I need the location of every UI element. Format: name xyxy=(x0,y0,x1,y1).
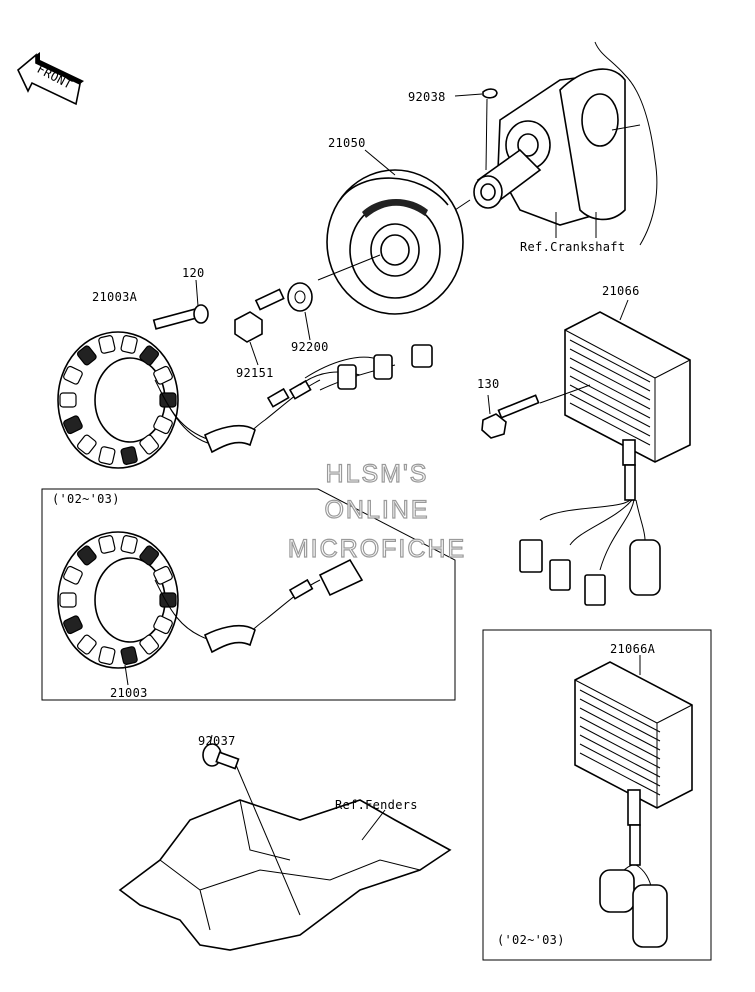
heat-sink-fin xyxy=(569,393,651,437)
heat-sink-fin xyxy=(569,366,651,410)
part-number-21050: 21050 xyxy=(328,136,366,150)
crankshaft-drawing xyxy=(454,41,658,246)
watermark-line-1: HLSM'S xyxy=(326,460,429,488)
part-number-120: 120 xyxy=(182,266,205,280)
fender-bracket-drawing xyxy=(118,734,452,951)
part-number-21003a: 21003A xyxy=(92,290,138,304)
heat-sink-fin xyxy=(579,752,661,796)
heat-sink-fin xyxy=(569,339,651,383)
stator-coil xyxy=(120,646,138,665)
stator-coil xyxy=(139,434,160,455)
reference-crankshaft: Ref.Crankshaft xyxy=(520,240,625,254)
heat-sink-fin xyxy=(579,743,661,787)
reference-fenders: Ref.Fenders xyxy=(335,798,418,812)
part-number-92038: 92038 xyxy=(408,90,446,104)
woodruff-key xyxy=(454,88,498,171)
stator-coil xyxy=(153,415,173,435)
heat-sink-fin xyxy=(579,689,661,733)
stator-coil xyxy=(59,592,77,608)
stator-21003a-drawing xyxy=(57,331,433,469)
watermark: HLSM'S ONLINE MICROFICHE xyxy=(287,459,466,563)
stator-coil xyxy=(153,365,173,385)
part-number-21066a: 21066A xyxy=(610,642,656,656)
stator-coil xyxy=(98,646,116,665)
stator-coil xyxy=(120,446,138,465)
part-number-92037: 92037 xyxy=(198,734,236,748)
heat-sink-fin xyxy=(569,348,651,392)
stator-coil xyxy=(63,565,83,585)
stator-coil xyxy=(153,565,173,585)
part-number-21003: 21003 xyxy=(110,686,148,700)
regulator-bolt-130-drawing xyxy=(481,384,591,439)
flywheel-drawing xyxy=(317,149,464,315)
stator-coil xyxy=(98,535,116,554)
stator-coil xyxy=(120,535,138,554)
heat-sink-fin xyxy=(579,698,661,742)
flywheel-bolt-drawing xyxy=(234,288,285,366)
stator-coil xyxy=(63,415,83,435)
stator-coil xyxy=(63,615,83,635)
watermark-line-3: MICROFICHE xyxy=(288,535,466,563)
heat-sink-fin xyxy=(579,734,661,778)
stator-coil xyxy=(139,634,160,655)
stator-coil xyxy=(76,345,97,366)
stator-coil xyxy=(139,545,160,566)
stator-coil xyxy=(120,335,138,354)
stator-coil xyxy=(153,615,173,635)
year-note-regulator: ('02~'03) xyxy=(497,933,565,947)
watermark-line-2: ONLINE xyxy=(324,496,429,524)
stator-coil xyxy=(98,335,116,354)
heat-sink-fin xyxy=(579,707,661,751)
regulator-rectifier-21066-drawing xyxy=(519,299,691,606)
front-arrow-icon: FRONT xyxy=(17,52,84,106)
heat-sink-fin xyxy=(579,716,661,760)
stator-2002-2003-box xyxy=(41,488,456,701)
part-number-92200: 92200 xyxy=(291,340,329,354)
stator-coil xyxy=(76,545,97,566)
stator-coil xyxy=(59,392,77,408)
heat-sink-fin xyxy=(569,375,651,419)
heat-sink-fin xyxy=(569,384,651,428)
heat-sink-fin xyxy=(579,725,661,769)
year-note-stator: ('02~'03) xyxy=(52,492,120,506)
stator-coil xyxy=(98,446,116,465)
stator-coil xyxy=(139,345,160,366)
part-number-130: 130 xyxy=(477,377,500,391)
stator-coil xyxy=(63,365,83,385)
regulator-2002-2003-box xyxy=(482,629,712,961)
stator-coil xyxy=(76,634,97,655)
heat-sink-fin xyxy=(569,357,651,401)
stator-coil xyxy=(76,434,97,455)
washer-drawing xyxy=(287,282,313,341)
part-number-92151: 92151 xyxy=(236,366,274,380)
heat-sink-fin xyxy=(569,402,651,446)
stator-bolt-120-drawing xyxy=(152,279,209,330)
part-number-21066: 21066 xyxy=(602,284,640,298)
